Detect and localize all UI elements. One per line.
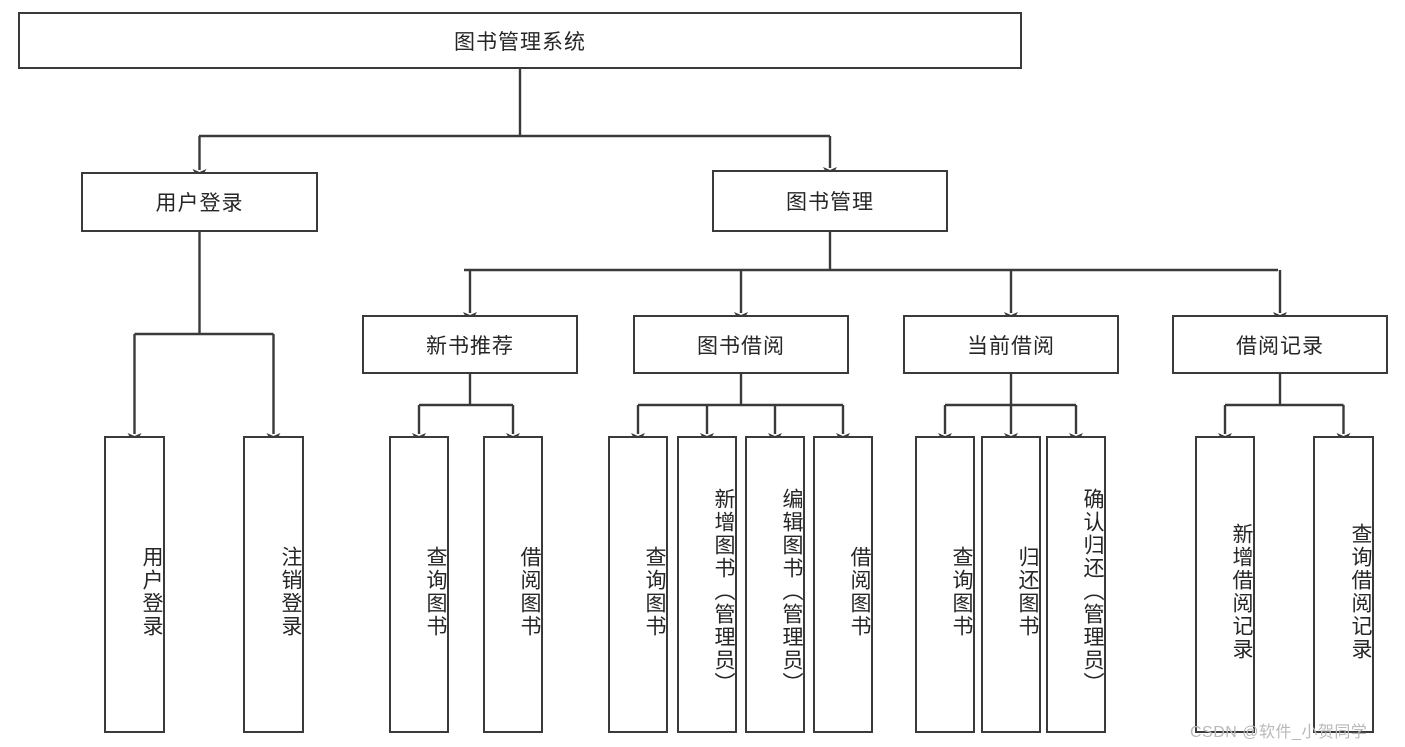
node-label: 确认归还（管理员） <box>1081 488 1104 695</box>
node-cb-return-book[interactable]: 归还图书 <box>981 436 1041 733</box>
node-nbr-query-book[interactable]: 查询图书 <box>389 436 449 733</box>
node-label: 查询图书 <box>950 545 973 638</box>
node-label: 注销登录 <box>279 545 302 638</box>
node-book-borrow[interactable]: 图书借阅 <box>633 315 849 374</box>
node-cb-query-book[interactable]: 查询图书 <box>915 436 975 733</box>
node-label: 用户登录 <box>140 545 163 638</box>
node-bb-add-book[interactable]: 新增图书（管理员） <box>677 436 737 733</box>
node-label: 归还图书 <box>1016 545 1039 638</box>
node-label: 查询图书 <box>424 545 447 638</box>
node-user-login[interactable]: 用户登录 <box>81 172 318 232</box>
node-label: 图书借阅 <box>697 334 785 358</box>
csdn-watermark: CSDN @软件_小贺同学 <box>1190 724 1368 741</box>
node-br-query-record[interactable]: 查询借阅记录 <box>1313 436 1374 733</box>
node-bb-edit-book[interactable]: 编辑图书（管理员） <box>745 436 805 733</box>
node-label: 借阅图书 <box>518 545 541 638</box>
node-label: 新增借阅记录 <box>1230 522 1253 661</box>
node-book-manage[interactable]: 图书管理 <box>712 170 948 232</box>
wire-layer <box>127 69 1351 445</box>
node-current-borrow[interactable]: 当前借阅 <box>903 315 1119 374</box>
node-label: 编辑图书（管理员） <box>780 488 803 695</box>
node-bb-borrow-book[interactable]: 借阅图书 <box>813 436 873 733</box>
node-label: 新书推荐 <box>426 334 514 358</box>
node-label: 查询图书 <box>643 545 666 638</box>
node-borrow-record[interactable]: 借阅记录 <box>1172 315 1388 374</box>
node-root[interactable]: 图书管理系统 <box>18 12 1022 69</box>
node-cb-confirm-return[interactable]: 确认归还（管理员） <box>1046 436 1106 733</box>
node-bb-query-book[interactable]: 查询图书 <box>608 436 668 733</box>
node-label: 新增图书（管理员） <box>712 488 735 695</box>
node-user-logout[interactable]: 注销登录 <box>243 436 304 733</box>
node-nbr-borrow-book[interactable]: 借阅图书 <box>483 436 543 733</box>
node-label: 借阅记录 <box>1236 334 1324 358</box>
node-label: 借阅图书 <box>848 545 871 638</box>
node-label: 查询借阅记录 <box>1349 522 1372 661</box>
node-br-add-record[interactable]: 新增借阅记录 <box>1195 436 1255 733</box>
node-label: 当前借阅 <box>967 334 1055 358</box>
node-user-login-do[interactable]: 用户登录 <box>104 436 165 733</box>
node-label: 图书管理系统 <box>454 30 586 54</box>
node-new-book-recommend[interactable]: 新书推荐 <box>362 315 578 374</box>
node-label: 图书管理 <box>786 191 874 214</box>
node-label: 用户登录 <box>155 192 244 215</box>
